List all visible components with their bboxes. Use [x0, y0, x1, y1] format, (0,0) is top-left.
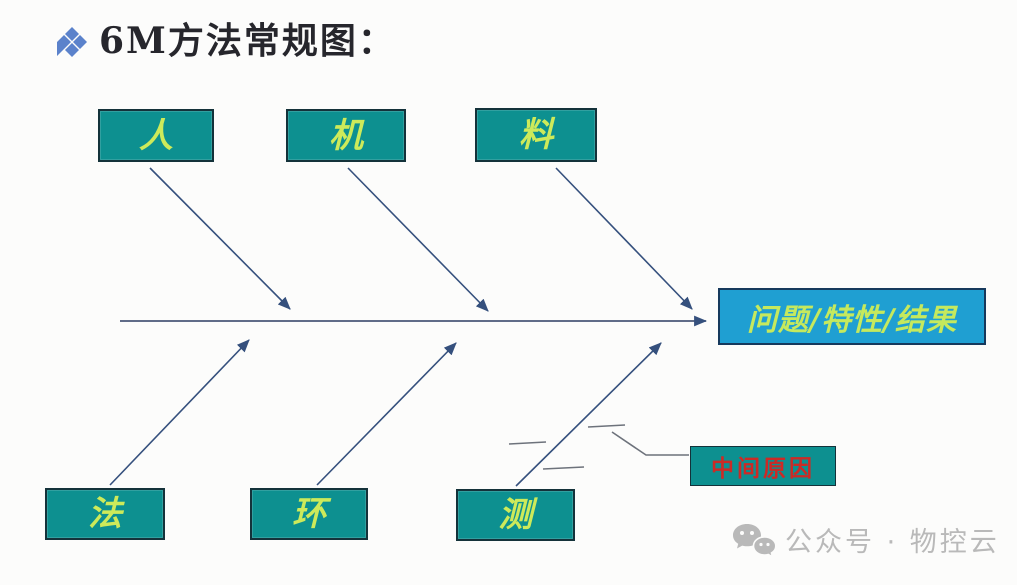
watermark-text: 公众号 · 物控云: [785, 526, 1000, 558]
page-title: 6M方法常规图：: [99, 20, 396, 62]
bone-fa: [109, 339, 250, 486]
mid-cause-tick-lower: [542, 466, 585, 470]
intermediate-cause-box: 中间原因: [690, 446, 836, 486]
cause-label: 测: [498, 495, 533, 535]
bone-ce: [515, 342, 662, 487]
cause-label: 环: [292, 494, 326, 534]
cause-label: 人: [139, 115, 173, 156]
bone-ren: [149, 167, 291, 310]
cause-box-material: 料: [475, 108, 597, 162]
cause-box-man: 人: [98, 109, 214, 162]
cause-label: 料: [519, 115, 553, 155]
cause-box-method: 法: [45, 488, 165, 540]
callout-leader-line: [611, 431, 689, 456]
cause-box-measurement: 测: [456, 489, 575, 541]
mid-cause-tick-left: [508, 441, 547, 445]
cause-label: 机: [329, 115, 363, 156]
cause-box-machine: 机: [286, 109, 406, 162]
bone-liao: [555, 167, 693, 310]
watermark: 公众号 · 物控云: [731, 522, 1000, 562]
cause-label: 法: [88, 494, 122, 534]
effect-box: 问题/特性/结果: [718, 288, 986, 345]
cause-box-environment: 环: [250, 488, 368, 540]
bone-ji: [347, 167, 489, 312]
bone-huan: [316, 342, 457, 486]
effect-label: 问题/特性/结果: [747, 302, 957, 338]
page-title-row: 6M方法常规图：: [55, 20, 396, 62]
mid-cause-tick-upper: [587, 424, 626, 428]
wechat-icon: [733, 524, 777, 559]
diamond-cluster-icon: [57, 26, 87, 57]
intermediate-cause-label: 中间原因: [711, 455, 815, 482]
